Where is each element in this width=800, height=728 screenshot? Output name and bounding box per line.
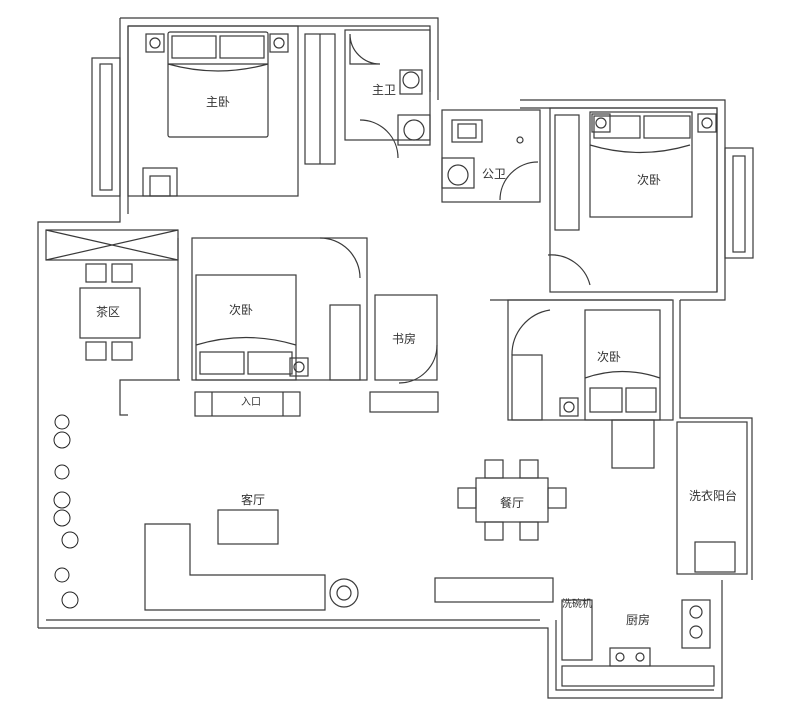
room-label-master-bath: 主卫 xyxy=(372,83,397,97)
room-label-bedroom-mid: 次卧 xyxy=(229,303,254,317)
kitchen-area xyxy=(561,599,715,687)
wardrobe-icon xyxy=(511,354,543,421)
room-label-bedroom-se: 次卧 xyxy=(597,350,622,364)
table-icon xyxy=(217,509,279,545)
sink-icon xyxy=(397,114,431,146)
room-label-dining-room: 餐厅 xyxy=(500,496,525,510)
room-label-entry: 入口 xyxy=(241,397,261,408)
wardrobe-icon xyxy=(554,114,580,231)
wardrobe-icon xyxy=(329,304,361,381)
toilet-icon xyxy=(399,69,423,95)
tea-area xyxy=(45,229,180,416)
bedroom-mid-area xyxy=(191,237,368,417)
study-area xyxy=(369,294,439,413)
room-label-bedroom-east: 次卧 xyxy=(637,173,662,187)
room-label-tea-area: 茶区 xyxy=(96,305,121,319)
bedroom-se-area xyxy=(507,299,674,469)
living-area xyxy=(144,509,554,611)
dining-area xyxy=(457,459,567,541)
master-bath-area xyxy=(344,29,431,159)
sink-icon xyxy=(681,599,711,649)
sofa-icon xyxy=(144,523,326,611)
room-label-kitchen: 厨房 xyxy=(626,613,651,627)
room-label-study: 书房 xyxy=(392,332,417,346)
bed-icon xyxy=(195,274,297,381)
room-label-public-bath: 公卫 xyxy=(482,167,507,181)
master-bedroom-area xyxy=(91,25,336,197)
bedroom-east-area xyxy=(547,107,754,293)
plant-icons xyxy=(53,414,79,609)
table-icon xyxy=(79,287,141,339)
public-bath-area xyxy=(441,109,541,203)
bed-icon xyxy=(589,111,693,218)
bed-icon xyxy=(167,31,269,138)
room-label-master-bedroom: 主卧 xyxy=(206,95,231,109)
laundry-balcony-area xyxy=(676,421,748,575)
room-label-living-room: 客厅 xyxy=(241,493,266,507)
room-label-dishwasher: 洗碗机 xyxy=(562,599,592,610)
room-label-laundry-balcony: 洗衣阳台 xyxy=(689,489,738,503)
